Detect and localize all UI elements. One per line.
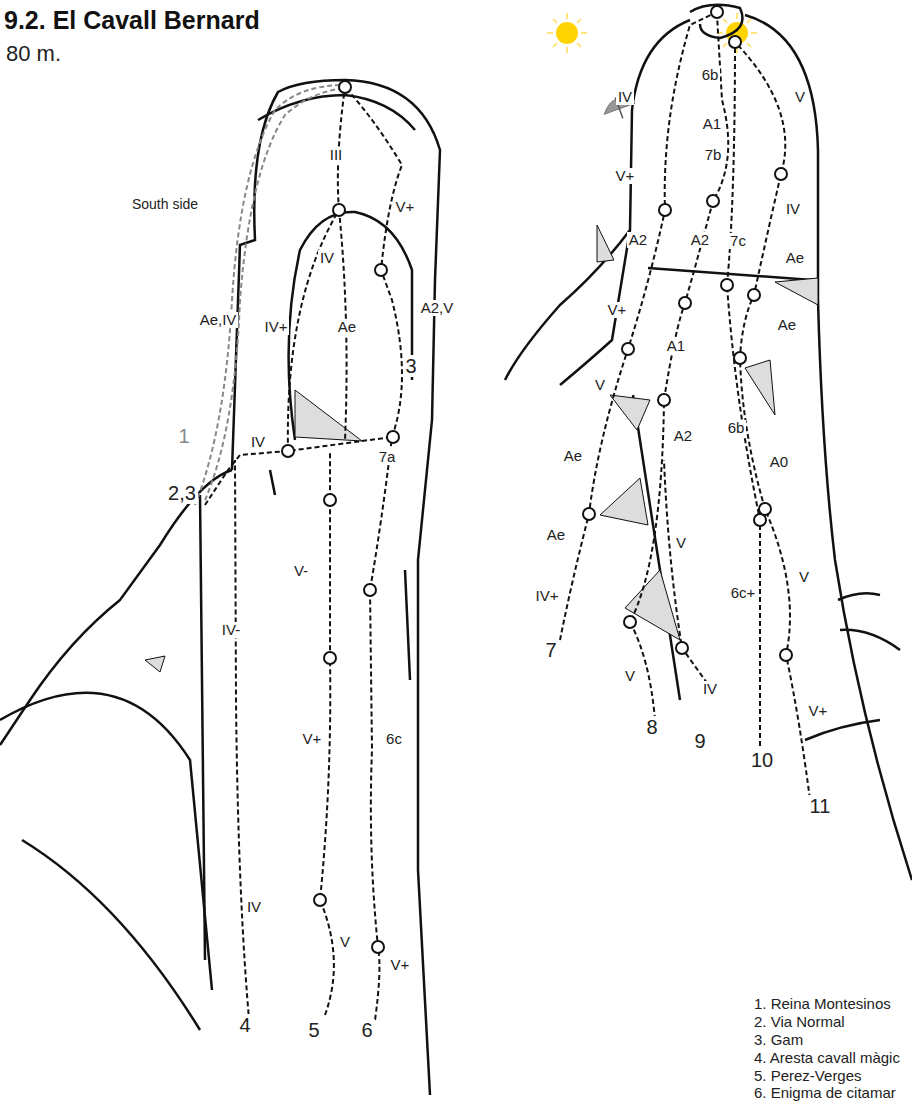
grade-label: V xyxy=(623,668,637,685)
grade-label: 6c+ xyxy=(729,585,758,602)
route-number: 4 xyxy=(237,1014,252,1036)
route-number: 10 xyxy=(749,749,775,771)
route-number: 7 xyxy=(543,639,558,661)
grade-label: V xyxy=(793,89,807,106)
belay-circle xyxy=(282,6,792,953)
grade-label: A1 xyxy=(665,338,687,355)
grade-label: 6c xyxy=(384,731,404,748)
grade-label: V+ xyxy=(606,302,629,319)
rock-outline xyxy=(0,80,440,1095)
grade-label: 7a xyxy=(377,449,398,466)
grade-label: A0 xyxy=(768,454,790,471)
grade-label: V+ xyxy=(394,199,417,216)
grade-label: V- xyxy=(292,563,310,580)
route-number: 8 xyxy=(644,716,659,738)
legend-line: 6. Enigma de citamar xyxy=(752,1085,898,1102)
grade-label: IV xyxy=(701,681,719,698)
route-number: 5 xyxy=(306,1019,321,1041)
route-number: 80 m. xyxy=(4,42,63,66)
grade-label: Ae xyxy=(562,448,584,465)
route-number: 11 xyxy=(808,795,833,817)
grade-label: Ae xyxy=(784,250,806,267)
grade-label: South side xyxy=(130,197,200,212)
grade-label: IV+ xyxy=(534,588,561,605)
grade-label: V+ xyxy=(301,731,324,748)
grade-label: V+ xyxy=(389,957,412,974)
topo-title: 9.2. El Cavall Bernard xyxy=(4,6,260,35)
grade-label: 7c xyxy=(728,233,748,250)
rock-feature xyxy=(597,225,818,640)
grade-label: V xyxy=(338,934,352,951)
legend-line: 4. Aresta cavall màgic xyxy=(752,1050,902,1067)
grade-label: III xyxy=(328,147,345,164)
route-number: 6 xyxy=(359,1019,374,1041)
grade-label: 6b xyxy=(700,67,721,84)
route-number: 2,3 xyxy=(166,482,198,504)
grade-label: A2 xyxy=(627,232,649,249)
grade-label: A2 xyxy=(689,232,711,249)
grade-label: 6b xyxy=(726,420,747,437)
legend-line: 1. Reina Montesinos xyxy=(752,996,893,1013)
rock-outline xyxy=(505,5,912,880)
grade-label: V xyxy=(797,569,811,586)
grade-label: V+ xyxy=(614,168,637,185)
legend-line: 5. Perez-Verges xyxy=(752,1068,864,1085)
grade-label: V xyxy=(593,377,607,394)
grade-label: V+ xyxy=(807,703,830,720)
route-number: 3 xyxy=(403,355,418,377)
route-line xyxy=(205,12,812,1030)
grade-label: Ae xyxy=(545,527,567,544)
rock-feature xyxy=(145,656,165,672)
grade-label: Ae,IV xyxy=(198,312,239,329)
grade-label: IV xyxy=(784,201,802,218)
legend-line: 2. Via Normal xyxy=(752,1014,847,1031)
grade-label: IV xyxy=(245,899,263,916)
grade-label: V xyxy=(674,535,688,552)
rock-feature xyxy=(295,390,362,441)
route-line xyxy=(195,85,345,505)
grade-label: A1 xyxy=(701,116,723,133)
grade-label: Ae xyxy=(336,319,358,336)
legend-line: 3. Gam xyxy=(752,1032,805,1049)
grade-label: A2 xyxy=(672,428,694,445)
grade-label: A2,V xyxy=(419,300,456,317)
grade-label: Ae xyxy=(776,317,798,334)
grade-label: IV+ xyxy=(263,319,290,336)
grade-label: IV xyxy=(318,250,336,267)
grade-label: IV- xyxy=(220,622,242,639)
grade-label: IV xyxy=(616,89,634,106)
grade-label: IV xyxy=(249,434,267,451)
route-number: 9 xyxy=(692,730,707,752)
grade-label: 7b xyxy=(703,147,724,164)
route-number: 1 xyxy=(176,425,191,447)
